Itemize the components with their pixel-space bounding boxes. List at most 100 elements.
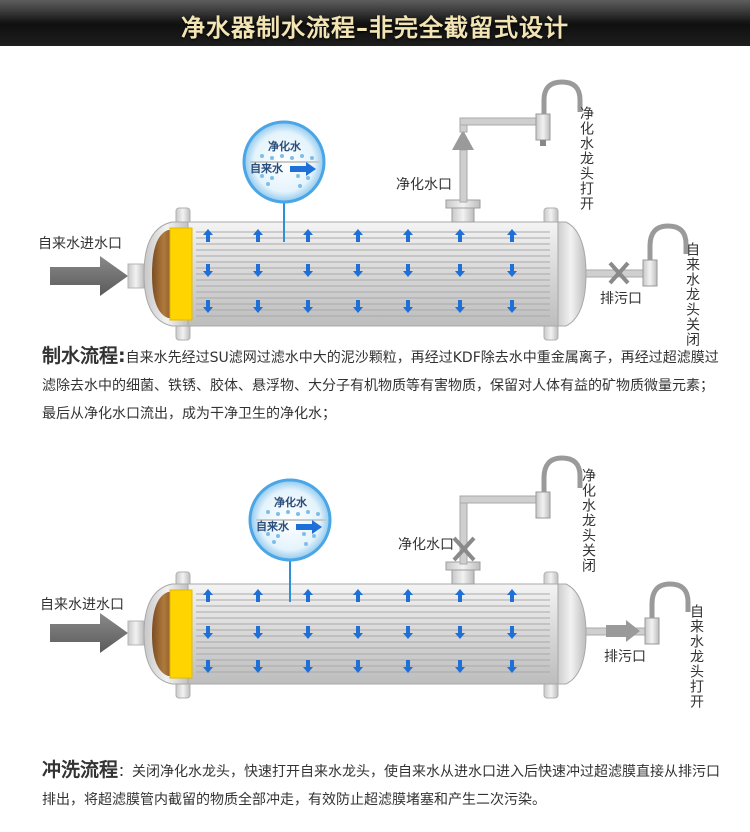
flow-arrow-down xyxy=(203,300,213,313)
flow-arrow-down xyxy=(353,264,363,277)
diagram-1 xyxy=(50,79,689,341)
flow-arrow-up xyxy=(403,589,413,602)
purified-tap xyxy=(541,455,583,500)
purified-outlet-label: 净化水口 xyxy=(398,537,454,553)
flow-arrow-down xyxy=(203,626,213,639)
flow-arrow-down xyxy=(455,300,465,313)
banner-shine xyxy=(0,0,750,22)
flow-arrow-down xyxy=(203,264,213,277)
flow-arrow-down xyxy=(455,626,465,639)
flow-arrow-up xyxy=(507,229,517,242)
purified-tap-body xyxy=(535,491,551,519)
flow-arrow-up xyxy=(507,589,517,602)
inlet-arrow xyxy=(50,613,128,653)
flow-arrow-up xyxy=(403,229,413,242)
flow-arrow-down xyxy=(403,264,413,277)
flow-arrow-up xyxy=(303,229,313,242)
flow-arrow-down xyxy=(403,626,413,639)
bubble-flow-arrow xyxy=(296,520,322,534)
flow-arrow-down xyxy=(253,660,263,673)
flow-arrow-up xyxy=(455,229,465,242)
drain-label: 排污口 xyxy=(600,291,642,307)
flow-arrow-down xyxy=(353,300,363,313)
drain-label: 排污口 xyxy=(604,649,646,665)
inlet-stub xyxy=(127,620,145,646)
flushing-process-heading: 冲洗流程 xyxy=(42,759,119,781)
flow-arrow-up xyxy=(253,589,263,602)
bubble-flow-arrow xyxy=(290,162,316,176)
flow-arrow-down xyxy=(303,300,313,313)
purified-outlet-label: 净化水口 xyxy=(396,177,452,193)
drain-closed-x-icon xyxy=(608,261,630,285)
right-end-cap xyxy=(555,221,587,327)
flushing-process-body: ：关闭净化水龙头，快速打开自来水龙头，使自来水从进水口进入后快速冲过超滤膜直接从… xyxy=(42,764,721,808)
flow-arrows-2 xyxy=(203,589,517,673)
tap-water-tap xyxy=(649,581,691,632)
flow-arrow-down xyxy=(353,626,363,639)
purified-tap-label: 净化水龙头打开 xyxy=(578,106,594,211)
right-end-cap xyxy=(555,583,587,685)
purified-pipe-horizontal xyxy=(459,117,545,126)
flushing-process-text: 冲洗流程：关闭净化水龙头，快速打开自来水龙头，使自来水从进水口进入后快速冲过超滤… xyxy=(42,756,732,814)
flow-arrow-down xyxy=(403,660,413,673)
purified-tap-handle xyxy=(540,140,546,146)
production-process-text: 制水流程:自来水先经过SU滤网过滤水中大的泥沙颗粒，再经过KDF除去水中重金属离… xyxy=(42,342,722,428)
page-title: 净水器制水流程–非完全截留式设计 xyxy=(181,14,569,42)
bubble-top-label: 净化水 xyxy=(274,496,307,509)
tap-water-tap-body xyxy=(644,617,660,645)
flow-arrow-down xyxy=(507,626,517,639)
membrane-lines xyxy=(196,231,550,317)
bubble-top-label: 净化水 xyxy=(268,140,301,153)
su-filter-brown xyxy=(152,230,172,318)
flow-arrow-up xyxy=(303,589,313,602)
flow-arrow-down xyxy=(507,264,517,277)
kdf-filter-yellow xyxy=(169,589,193,679)
purified-closed-x-icon xyxy=(452,536,476,562)
membrane-tube xyxy=(187,583,559,685)
bubble-bottom-label: 自来水 xyxy=(256,520,289,533)
flow-arrow-down xyxy=(455,660,465,673)
purified-pipe-horizontal xyxy=(459,495,545,504)
purified-pipe-vertical xyxy=(459,149,468,203)
kdf-filter-yellow xyxy=(169,227,193,321)
flow-arrow-down xyxy=(353,660,363,673)
flow-arrow-down xyxy=(253,300,263,313)
flow-arrow-down xyxy=(303,660,313,673)
flow-arrow-down xyxy=(455,264,465,277)
flow-arrow-up xyxy=(203,229,213,242)
flow-arrow-down xyxy=(403,300,413,313)
flow-arrow-down xyxy=(203,660,213,673)
flow-arrow-up xyxy=(353,589,363,602)
inlet-arrow xyxy=(50,256,128,296)
production-process-heading: 制水流程: xyxy=(42,345,126,367)
bubble-bottom-label: 自来水 xyxy=(250,162,283,175)
bubble-droplets xyxy=(260,154,314,188)
inlet-label: 自来水进水口 xyxy=(40,597,124,613)
purified-tap-label: 净化水龙头关闭 xyxy=(580,468,596,573)
bubble-droplets xyxy=(266,510,320,546)
tap-water-tap xyxy=(647,223,689,274)
tap-water-tap-label: 自来水龙头关闭 xyxy=(684,242,700,347)
tap-water-tap-label: 自来水龙头打开 xyxy=(688,604,704,709)
purified-tap-body xyxy=(535,113,551,141)
title-banner: 净水器制水流程–非完全截留式设计 xyxy=(0,0,750,46)
flow-arrow-up xyxy=(203,589,213,602)
flow-arrow-down xyxy=(507,660,517,673)
diagram-2 xyxy=(50,455,691,699)
inlet-label: 自来水进水口 xyxy=(38,236,122,252)
su-filter-brown xyxy=(152,592,172,676)
flow-arrow-down xyxy=(303,626,313,639)
drain-flow-arrow xyxy=(606,620,640,642)
flow-arrow-down xyxy=(253,264,263,277)
purified-tap xyxy=(541,79,583,122)
flow-arrow-up xyxy=(455,589,465,602)
flow-arrow-up xyxy=(353,229,363,242)
production-process-body: 自来水先经过SU滤网过滤水中大的泥沙颗粒，再经过KDF除去水中重金属离子，再经过… xyxy=(42,350,719,422)
flow-arrow-down xyxy=(253,626,263,639)
purified-up-arrow xyxy=(452,130,474,150)
flow-arrow-down xyxy=(303,264,313,277)
flow-arrow-up xyxy=(253,229,263,242)
tap-water-tap-body xyxy=(642,259,658,287)
inlet-stub xyxy=(127,263,145,289)
flow-arrow-down xyxy=(507,300,517,313)
